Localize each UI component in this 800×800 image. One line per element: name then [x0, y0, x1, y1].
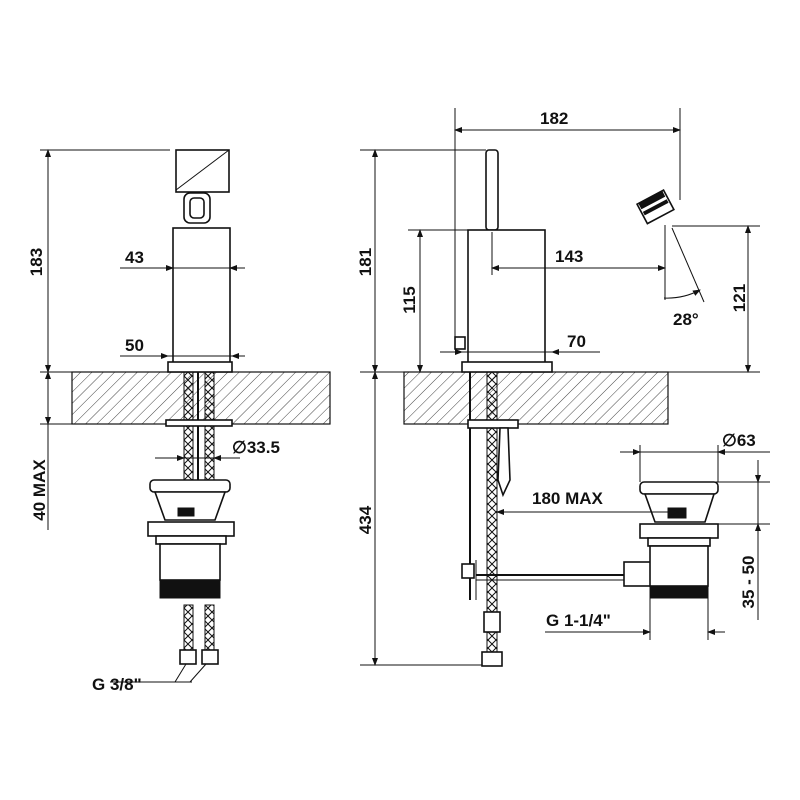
front-body: [454, 229, 553, 373]
dim-50: 50: [125, 336, 144, 355]
dim-434: 434: [356, 505, 375, 534]
dim-182: 182: [540, 109, 568, 128]
dim-70: 70: [567, 332, 586, 351]
front-popup-rod: [476, 561, 655, 587]
front-waste-assembly: [639, 481, 719, 599]
dim-35-50: 35 - 50: [739, 556, 758, 609]
front-lever: [485, 149, 499, 231]
dim-183: 183: [27, 248, 46, 276]
counter-top-left: [71, 371, 331, 425]
diameter-symbol-2: ∅: [722, 431, 737, 450]
side-hose-ends: [179, 604, 219, 665]
side-supply-hoses: [165, 371, 233, 481]
dim-143: 143: [555, 247, 583, 266]
dim-g-3-8: G 3/8": [92, 675, 142, 694]
dim-180-max: 180 MAX: [532, 489, 604, 508]
dim-63: ∅63: [722, 431, 756, 450]
dim-63-value: 63: [737, 431, 756, 450]
dim-40-max: 40 MAX: [30, 459, 49, 521]
dim-121: 121: [730, 284, 749, 312]
side-faucet-body: [167, 149, 233, 373]
dim-43: 43: [125, 248, 144, 267]
dim-28-deg: 28°: [673, 310, 699, 329]
dim-g-1-1-4: G 1-1/4": [546, 611, 611, 630]
dim-33-5: ∅33.5: [232, 438, 280, 457]
side-waste-assembly: [147, 479, 235, 599]
front-supply-hoses: [461, 371, 519, 667]
dim-115: 115: [400, 286, 419, 313]
front-view: 182 181 115 143 121 28° 70 434: [356, 108, 770, 667]
diameter-symbol: ∅: [232, 438, 247, 457]
counter-top-right: [403, 371, 669, 425]
dim-181: 181: [356, 248, 375, 276]
front-spout: [515, 125, 675, 230]
dim-33-5-value: 33.5: [247, 438, 280, 457]
side-view: 183 40 MAX 43 50 ∅33.5 G 3/8": [27, 149, 331, 694]
